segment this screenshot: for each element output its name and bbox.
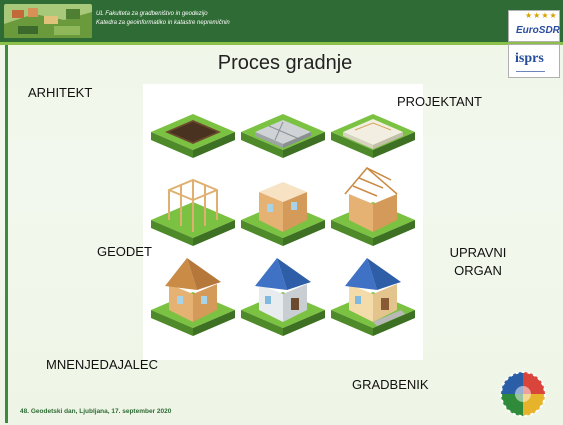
stars-icon: ★★★★ xyxy=(525,11,558,20)
eurosdr-logo-text: EuroSDR xyxy=(516,25,560,36)
stage-foundation xyxy=(241,114,325,158)
role-upravni-line-2: ORGAN xyxy=(454,263,502,278)
stage-frame xyxy=(151,178,235,246)
role-upravni-line-1: UPRAVNI xyxy=(449,245,507,260)
isprs-logo-text: isprs xyxy=(515,51,544,66)
role-projektant: PROJEKTANT xyxy=(397,94,482,109)
role-gradbenik: GRADBENIK xyxy=(352,377,429,392)
stage-slab xyxy=(331,114,415,158)
role-upravni-organ: UPRAVNI ORGAN xyxy=(446,244,510,280)
left-accent-rule xyxy=(5,45,8,423)
stage-wood-house xyxy=(151,258,235,336)
slide-title: Proces gradnje xyxy=(217,52,353,74)
construction-stages-illustration xyxy=(143,84,423,360)
footer-text: 48. Geodetski dan, Ljubljana, 17. septem… xyxy=(20,408,172,415)
globe-logo-icon xyxy=(497,368,549,425)
faculty-line-2: Katedra za geoinformatiko in katastre ne… xyxy=(96,20,230,26)
stage-house-grey xyxy=(241,258,325,336)
stage-excavation xyxy=(151,114,235,158)
role-mnenjedajalec: MNENJEDAJALEC xyxy=(46,357,158,372)
stage-house-finished xyxy=(331,258,415,336)
header-landscape-image xyxy=(4,4,92,38)
header-bar xyxy=(0,0,563,42)
isprs-logo: isprs ━━━━━━━━━━━━ xyxy=(508,44,560,78)
stage-walls xyxy=(241,182,325,246)
stage-roof-frame xyxy=(331,166,415,246)
isprs-tagline-mark: ━━━━━━━━━━━━ xyxy=(516,69,545,74)
role-arhitekt: ARHITEKT xyxy=(28,85,93,100)
faculty-line-1: UL Fakulteta za gradbeništvo in geodezij… xyxy=(96,11,208,17)
role-geodet: GEODET xyxy=(97,244,152,259)
faculty-text: UL Fakulteta za gradbeništvo in geodezij… xyxy=(96,10,230,28)
eurosdr-logo: ★★★★ EuroSDR xyxy=(508,10,560,42)
header-accent-strip xyxy=(0,42,563,45)
